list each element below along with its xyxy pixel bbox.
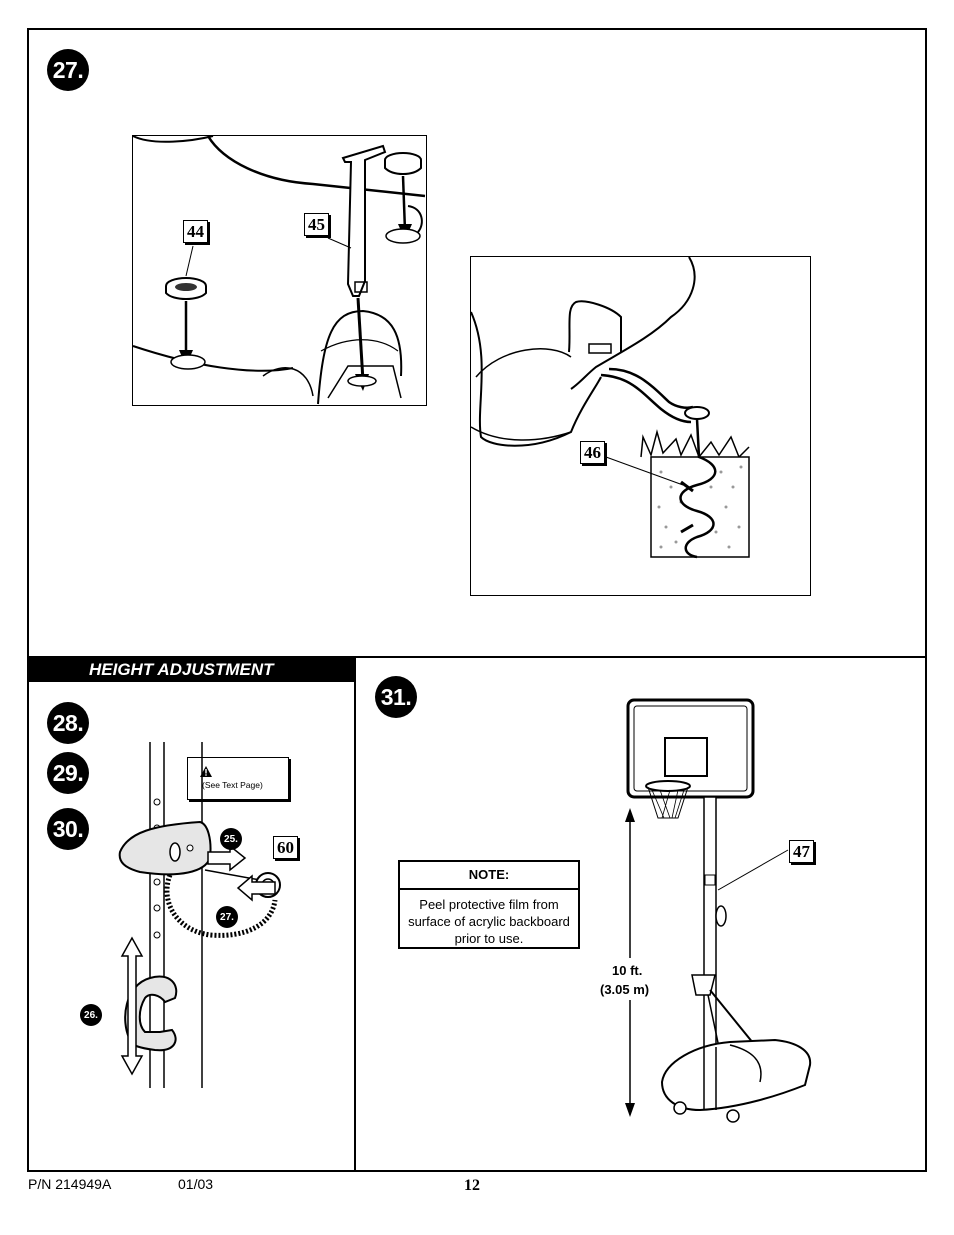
sub-step-27-badge: 27. [216, 906, 238, 928]
footer-date: 01/03 [178, 1176, 214, 1192]
warning-icon [200, 766, 212, 777]
step-30-badge: 30. [47, 808, 89, 850]
illustration-anchor-frame [470, 256, 811, 596]
step-28-badge: 28. [47, 702, 89, 744]
height-label-meters: (3.05 m) [600, 982, 650, 997]
callout-part-47: 47 [789, 840, 814, 863]
illustration-hoop-system [620, 698, 812, 1123]
height-label-feet: 10 ft. [612, 963, 643, 978]
callout-part-60: 60 [273, 836, 298, 859]
illustration-anchor [470, 256, 750, 559]
illustration-caps-frame [132, 135, 427, 406]
page-number: 12 [464, 1177, 480, 1194]
note-box: NOTE: Peel protective film from surface … [398, 860, 580, 949]
height-adjustment-title: HEIGHT ADJUSTMENT [29, 658, 354, 682]
illustration-height-adjust [118, 742, 281, 1088]
note-title: NOTE: [400, 862, 578, 890]
note-body: Peel protective film from surface of acr… [408, 897, 570, 946]
callout-part-45: 45 [304, 213, 329, 236]
step-29-badge: 29. [47, 752, 89, 794]
footer-part-number: P/N 214949A [28, 1176, 112, 1192]
warning-text: (See Text Page) [202, 780, 263, 790]
bottom-right-panel-frame [354, 656, 927, 1172]
step-27-badge: 27. [47, 49, 89, 91]
sub-step-26-badge: 26. [80, 1004, 102, 1026]
warning-box: (See Text Page) [187, 757, 289, 800]
callout-part-44: 44 [183, 220, 208, 243]
callout-part-46: 46 [580, 441, 605, 464]
illustration-caps [132, 135, 426, 405]
sub-step-25-badge: 25. [220, 828, 242, 850]
step-31-badge: 31. [375, 676, 417, 718]
